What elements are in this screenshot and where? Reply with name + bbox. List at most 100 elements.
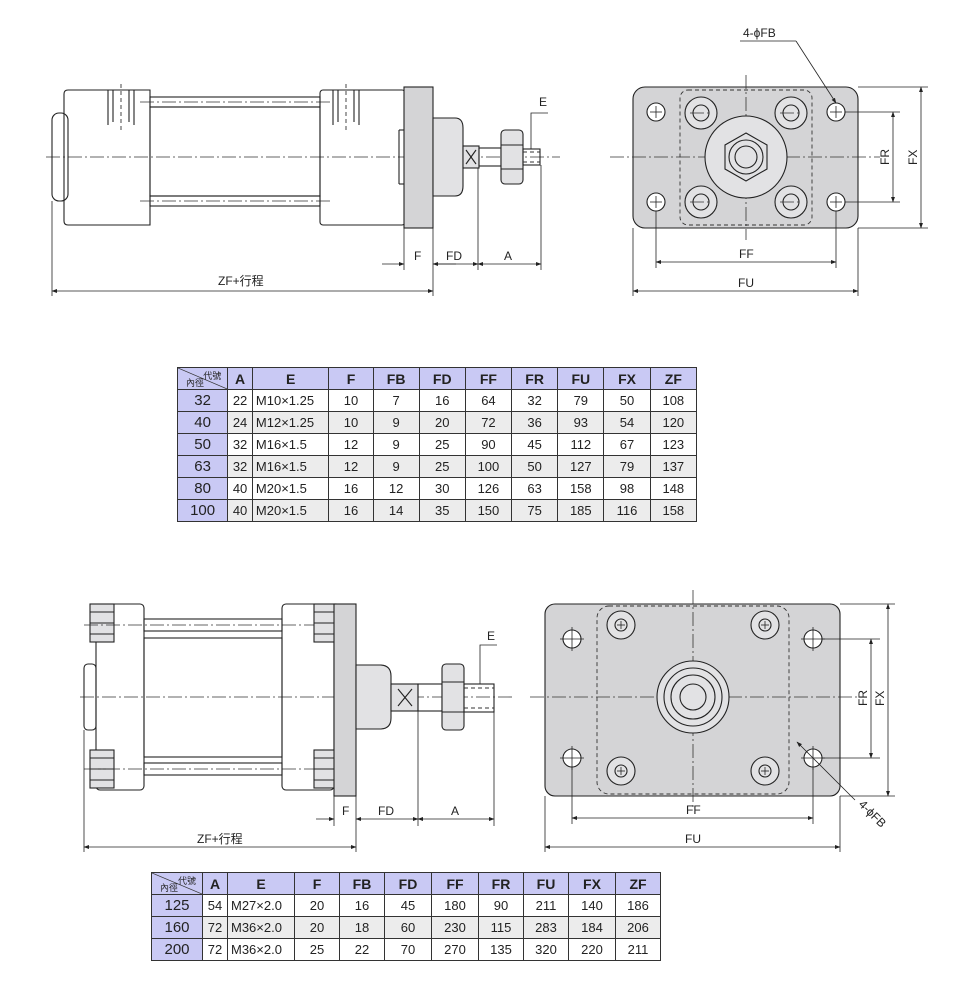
header-fx: FX	[568, 872, 616, 895]
cell: 45	[511, 433, 559, 456]
cell: 16	[328, 499, 374, 522]
cell: M12×1.25	[251, 411, 330, 434]
cell: 180	[431, 894, 479, 917]
cell: M16×1.5	[251, 455, 330, 478]
cell-bore: 80	[176, 477, 229, 500]
cell-bore: 160	[151, 916, 203, 939]
header-fd: FD	[384, 872, 432, 895]
cell: 40	[227, 499, 253, 522]
table-row: 40 24 M12×1.25 10 9 20 72 36 93 54 120	[176, 411, 698, 434]
cell: 67	[603, 433, 651, 456]
cell: 126	[464, 477, 513, 500]
cell: 127	[557, 455, 605, 478]
cell: 220	[568, 938, 616, 961]
cell: 12	[372, 477, 420, 500]
cell: 320	[523, 938, 569, 961]
cell: 140	[568, 894, 616, 917]
cell: 12	[328, 433, 374, 456]
header-fd: FD	[418, 367, 466, 390]
cell: 32	[511, 389, 559, 412]
front-view-1: 4-ϕFB FR FX FF FU	[610, 26, 928, 296]
header-zf: ZF	[649, 367, 698, 390]
cell: 18	[339, 916, 385, 939]
label-fr-2: FR	[856, 690, 870, 706]
table-row: 32 22 M10×1.25 10 7 16 64 32 79 50 108	[176, 389, 698, 412]
cell: 79	[603, 455, 651, 478]
cell: 60	[384, 916, 432, 939]
label-zf-2: ZF+行程	[197, 831, 243, 846]
cell: 40	[227, 477, 253, 500]
cell: 184	[568, 916, 616, 939]
table-row: 100 40 M20×1.5 16 14 35 150 75 185 116 1…	[176, 499, 698, 522]
cell-bore: 100	[176, 499, 229, 522]
cell: 63	[511, 477, 559, 500]
header-fr: FR	[478, 872, 524, 895]
cell: 35	[418, 499, 466, 522]
cell: 9	[372, 433, 420, 456]
header-corner: 代號 內徑	[176, 367, 229, 390]
cell: M36×2.0	[227, 938, 295, 961]
cell: 9	[372, 411, 420, 434]
cell: 10	[328, 389, 374, 412]
table-row: 80 40 M20×1.5 16 12 30 126 63 158 98 148	[176, 477, 698, 500]
cell: 20	[294, 894, 340, 917]
cell: 100	[464, 455, 513, 478]
label-f-2: F	[342, 804, 349, 818]
cell: 283	[523, 916, 569, 939]
cell: 93	[557, 411, 605, 434]
cell: 24	[227, 411, 253, 434]
cell: 211	[523, 894, 569, 917]
cell: M36×2.0	[227, 916, 295, 939]
cell: 116	[603, 499, 651, 522]
label-fx: FX	[906, 150, 920, 165]
label-fx-2: FX	[873, 691, 887, 706]
front-view-2: 4-ϕFB FR FX FF FU	[530, 590, 895, 852]
cell: 32	[227, 433, 253, 456]
cell: 123	[649, 433, 698, 456]
cell: 50	[603, 389, 651, 412]
cell: 45	[384, 894, 432, 917]
cell: 10	[328, 411, 374, 434]
header-fu: FU	[523, 872, 569, 895]
label-e: E	[539, 95, 547, 109]
header-zf: ZF	[615, 872, 661, 895]
cell-bore: 63	[176, 455, 229, 478]
cell: 112	[557, 433, 605, 456]
cell: 32	[227, 455, 253, 478]
table-header-row: 代號 內徑 A E F FB FD FF FR FU FX ZF	[151, 872, 661, 895]
header-ff: FF	[431, 872, 479, 895]
label-fu-2: FU	[685, 832, 701, 846]
label-zf: ZF+行程	[218, 273, 264, 288]
cell: 36	[511, 411, 559, 434]
label-ff: FF	[739, 247, 754, 261]
table-row: 125 54 M27×2.0 20 16 45 180 90 211 140 1…	[151, 894, 661, 917]
header-fb: FB	[372, 367, 420, 390]
header-fu: FU	[557, 367, 605, 390]
table-row: 200 72 M36×2.0 25 22 70 270 135 320 220 …	[151, 938, 661, 961]
cell: 54	[202, 894, 228, 917]
cell: 20	[294, 916, 340, 939]
label-a: A	[504, 249, 512, 263]
cell: 90	[478, 894, 524, 917]
cell: 158	[557, 477, 605, 500]
cell-bore: 32	[176, 389, 229, 412]
table-header-row: 代號 內徑 A E F FB FD FF FR FU FX ZF	[176, 367, 698, 390]
cell: 115	[478, 916, 524, 939]
label-f: F	[414, 249, 421, 263]
cell: M20×1.5	[251, 477, 330, 500]
cell: 75	[511, 499, 559, 522]
cell-bore: 40	[176, 411, 229, 434]
cell: M16×1.5	[251, 433, 330, 456]
cell: 120	[649, 411, 698, 434]
table-row: 50 32 M16×1.5 12 9 25 90 45 112 67 123	[176, 433, 698, 456]
header-f: F	[328, 367, 374, 390]
cell: 230	[431, 916, 479, 939]
cell: 25	[418, 455, 466, 478]
cell: 30	[418, 477, 466, 500]
cell: 148	[649, 477, 698, 500]
header-fr: FR	[511, 367, 559, 390]
cell: 16	[339, 894, 385, 917]
header-fx: FX	[603, 367, 651, 390]
header-ff: FF	[464, 367, 513, 390]
label-fd-2: FD	[378, 804, 394, 818]
